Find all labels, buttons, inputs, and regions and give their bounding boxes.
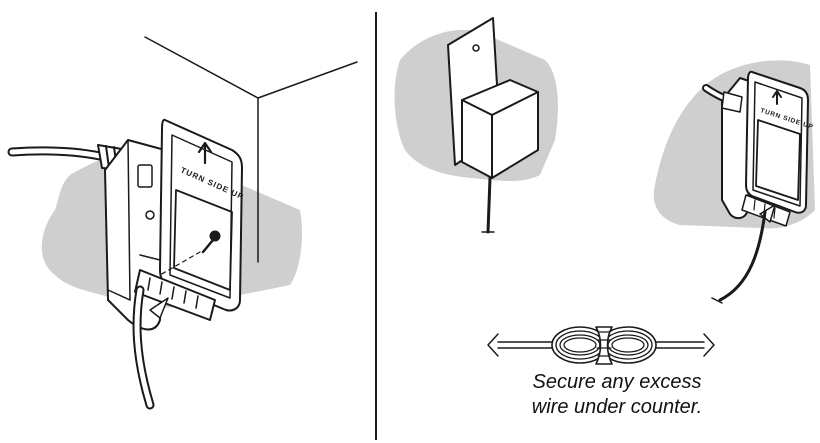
left-panel: TURN SIDE UP [7, 36, 358, 410]
left-box-lid [159, 118, 243, 312]
up-arrow-icon-right [772, 90, 782, 105]
right-wire [718, 210, 767, 302]
right-box-lid [745, 70, 809, 214]
caption-line-2: wire under counter. [531, 396, 703, 418]
plate-screw-top [472, 44, 480, 52]
coiled-wire-icon [487, 326, 715, 365]
caption-line-1: Secure any excess [532, 371, 702, 393]
terminal-block [134, 269, 216, 321]
adapter-cable [486, 176, 492, 234]
caption-text: Secure any excess wire under counter. [482, 370, 752, 420]
right-panel: TURN SIDE UP [394, 17, 815, 365]
power-adapter [461, 79, 539, 179]
ceiling-line-left [144, 36, 259, 99]
screw-icon [201, 230, 221, 254]
up-arrow-icon [197, 141, 213, 165]
ceiling-line-right [257, 61, 358, 99]
